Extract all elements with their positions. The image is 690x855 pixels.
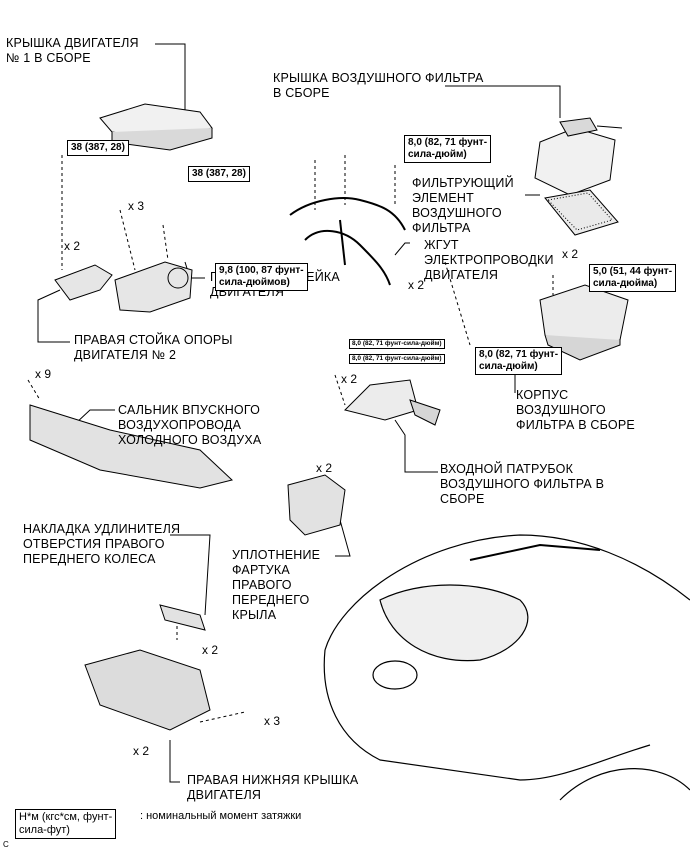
dash-seal — [27, 379, 41, 401]
fender-seal-illustration — [287, 474, 346, 536]
qty-housing-bolts: x 2 — [562, 247, 579, 261]
legend-description: : номинальный момент затяжки — [140, 810, 302, 822]
air-filter-housing-label: КОРПУС ВОЗДУШНОГО ФИЛЬТРА В СБОРЕ — [516, 388, 635, 432]
qty-lower-cover-bolts-b: x 2 — [133, 744, 150, 758]
leader-lower-cover — [169, 740, 180, 783]
vehicle-illustration — [323, 534, 690, 801]
legend-unit-box: Н*м (кгс*см, фунт- сила-фут) — [15, 809, 117, 839]
torque-box-38-b: 38 (387, 28) — [188, 166, 250, 182]
filter-element-illustration — [544, 189, 619, 236]
rail-and-bracket-illustration — [54, 261, 193, 313]
leader-fender-seal — [335, 519, 351, 557]
air-filter-housing-illustration — [539, 284, 629, 361]
air-filter-cover-illustration — [534, 117, 623, 196]
dash-lower-cover — [199, 711, 246, 723]
engine-cover-illustration — [99, 103, 213, 151]
air-inlet-label: ВХОДНОЙ ПАТРУБОК ВОЗДУШНОГО ФИЛЬТРА В СБ… — [440, 462, 605, 506]
right-mount-bracket-label: ПРАВАЯ СТОЙКА ОПОРЫ ДВИГАТЕЛЯ № 2 — [74, 333, 233, 362]
fender-seal-label: УПЛОТНЕНИЕ ФАРТУКА ПРАВОГО ПЕРЕДНЕГО КРЫ… — [232, 548, 321, 622]
qty-fender-clips: x 2 — [316, 461, 333, 475]
intake-seal-label: САЛЬНИК ВПУСКНОГО ВОЗДУХОПРОВОДА ХОЛОДНО… — [118, 403, 262, 447]
torque-box-8-top: 8,0 (82, 71 фунт- сила-дюйм) — [404, 135, 492, 163]
wire-harness-illustration — [289, 197, 406, 286]
qty-top-bolts: x 3 — [128, 199, 145, 213]
qty-extension-bolts: x 2 — [202, 643, 219, 657]
leader-intake-seal — [74, 409, 115, 425]
engine-cover-label: КРЫШКА ДВИГАТЕЛЯ № 1 В СБОРЕ — [6, 36, 139, 65]
torque-box-38-a: 38 (387, 28) — [67, 140, 129, 156]
corner-mark: C — [3, 840, 9, 849]
leader-wire-harness — [394, 242, 410, 256]
torque-box-8-small-2: 8,0 (82, 71 фунт-сила-дюйм) — [349, 354, 445, 364]
extension-illustration — [159, 604, 206, 631]
leader-extension — [170, 534, 211, 616]
leader-air-inlet — [394, 419, 438, 473]
intake-seal-illustration — [29, 404, 234, 489]
wire-harness-label: ЖГУТ ЭЛЕКТРОПРОВОДКИ ДВИГАТЕЛЯ — [424, 238, 554, 282]
torque-box-8-right: 8,0 (82, 71 фунт- сила-дюйм) — [475, 347, 563, 375]
dash-inlet — [334, 374, 346, 406]
dash-bolt-b — [119, 209, 136, 271]
torque-box-8-small-1: 8,0 (82, 71 фунт-сила-дюйм) — [349, 339, 445, 349]
qty-inlet-bolts: x 2 — [341, 372, 358, 386]
leader-mount-bracket — [37, 289, 70, 343]
air-filter-cover-label: КРЫШКА ВОЗДУШНОГО ФИЛЬТРА В СБОРЕ — [273, 71, 484, 100]
lower-engine-cover-label: ПРАВАЯ НИЖНЯЯ КРЫШКА ДВИГАТЕЛЯ — [187, 773, 359, 802]
filter-element-label: ФИЛЬТРУЮЩИЙ ЭЛЕМЕНТ ВОЗДУШНОГО ФИЛЬТРА — [412, 176, 514, 235]
leader-air-filter-cover — [445, 85, 561, 118]
dash-bolt-c — [162, 224, 169, 261]
air-inlet-illustration — [344, 379, 441, 426]
wheel-opening-extension-label: НАКЛАДКА УДЛИНИТЕЛЯ ОТВЕРСТИЯ ПРАВОГО ПЕ… — [23, 522, 181, 566]
leader-engine-cover — [155, 43, 186, 112]
qty-lower-cover-bolts-a: x 3 — [264, 714, 281, 728]
torque-box-5-0: 5,0 (51, 44 фунт- сила-дюйма) — [589, 264, 677, 292]
lower-cover-illustration — [84, 649, 211, 731]
torque-box-9-8: 9,8 (100, 87 фунт- сила-дюймов) — [215, 263, 308, 291]
qty-harness-bolts: x 2 — [408, 278, 425, 292]
dash-harness-4 — [444, 261, 471, 346]
qty-seal-clips: x 9 — [35, 367, 52, 381]
qty-bracket-bolts: x 2 — [64, 239, 81, 253]
